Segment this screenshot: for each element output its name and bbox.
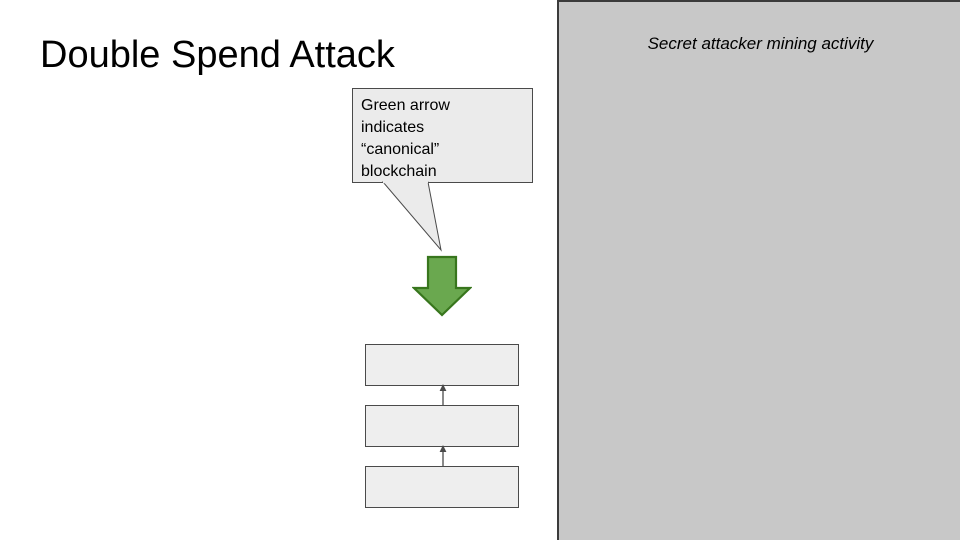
attacker-panel-label: Secret attacker mining activity — [647, 34, 874, 53]
page-title: Double Spend Attack — [40, 34, 395, 76]
block-connector-arrow-icon — [439, 384, 447, 406]
attacker-panel: Secret attacker mining activity — [557, 0, 960, 540]
block-connector-arrow-icon — [439, 445, 447, 467]
green-arrow-icon — [412, 255, 472, 317]
callout-tail — [381, 180, 442, 252]
callout-box: Green arrow indicates “canonical” blockc… — [352, 88, 533, 183]
callout-text: Green arrow indicates “canonical” blockc… — [361, 97, 450, 180]
block-node[interactable] — [365, 405, 519, 447]
block-node[interactable] — [365, 466, 519, 508]
block-node[interactable] — [365, 344, 519, 386]
